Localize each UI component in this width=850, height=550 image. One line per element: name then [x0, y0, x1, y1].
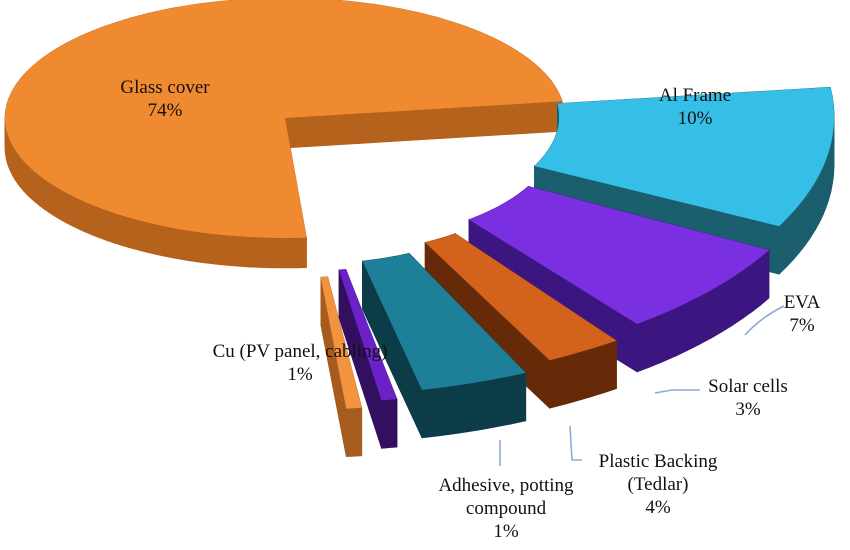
label-solar-cells: Solar cells 3%: [708, 375, 788, 421]
slice-glass-cover-side: [130, 217, 140, 251]
label-pct: 7%: [789, 315, 815, 336]
slice-glass-cover-side: [30, 167, 36, 203]
slice-al-frame-side: [778, 218, 787, 275]
slice-al-frame-side: [799, 196, 806, 254]
slice-glass-cover-side: [114, 212, 124, 247]
label-pct: 3%: [735, 399, 761, 420]
slice-al-frame-side: [826, 150, 830, 207]
slice-glass-cover-side: [16, 151, 21, 188]
label-text: Solar cells: [708, 376, 788, 397]
slice-al-frame-side: [786, 211, 794, 268]
slice-al-frame-side: [828, 142, 832, 199]
label-pct: 1%: [493, 521, 519, 542]
slice-eva-side: [675, 301, 689, 357]
label-text: Cu (PV panel, cabling): [212, 341, 388, 362]
slice-glass-cover-side: [72, 195, 80, 230]
slice-glass-cover-side: [122, 215, 132, 249]
slice-al-frame-side: [810, 180, 816, 239]
slice-eva-top: [468, 186, 769, 324]
slice-glass-cover-side: [19, 155, 24, 192]
label-text: Al Frame: [658, 85, 732, 106]
slice-glass-cover-side: [267, 237, 278, 269]
slice-solar-cells-side: [549, 356, 564, 409]
label-pct: 4%: [645, 497, 671, 518]
slice-glass-cover-side: [248, 236, 259, 268]
slice-glass-cover-side: [210, 233, 220, 266]
label-text: Plastic Backing: [598, 451, 718, 472]
slice-glass-cover-side: [286, 237, 298, 269]
slice-glass-cover-side: [66, 192, 74, 227]
slice-eva-side: [636, 318, 651, 373]
leader-line-eva: [744, 305, 785, 336]
label-pct: 74%: [147, 100, 183, 121]
label-al-frame: Al Frame 10%: [659, 84, 731, 130]
slice-eva-side: [687, 295, 700, 351]
slice-al-frame-side: [815, 173, 821, 230]
slice-al-frame-side: [792, 203, 800, 261]
slice-glass-cover-side: [107, 210, 116, 244]
label-cu: Cu (PV panel, cabling) 1%: [213, 340, 388, 386]
label-text-2: (Tedlar): [627, 474, 689, 495]
label-eva: EVA 7%: [784, 291, 821, 337]
label-adhesive: Adhesive, potting compound 1%: [438, 474, 573, 543]
slice-glass-cover-side: [92, 204, 101, 239]
label-text: EVA: [783, 292, 821, 313]
slice-al-frame-side: [805, 188, 812, 246]
slice-glass-cover-side: [14, 147, 18, 184]
label-pct: 1%: [287, 364, 313, 385]
leader-line-plastic-backing: [569, 425, 582, 461]
slice-cu-side: [345, 408, 351, 457]
slice-plastic-backing-side: [467, 381, 483, 433]
slice-glass-cover-side: [79, 198, 87, 233]
label-text: Glass cover: [120, 77, 210, 98]
label-text-2: compound: [465, 498, 547, 519]
slice-glass-cover-side: [99, 207, 108, 242]
slice-glass-cover-side: [219, 234, 230, 266]
slice-eva-side: [699, 289, 712, 345]
slice-glass-cover-side: [26, 163, 32, 200]
leader-line-solar-cells: [654, 389, 700, 394]
slice-plastic-backing-top: [362, 253, 526, 390]
slice-plastic-backing-side: [452, 383, 468, 435]
slice-glass-cover-side: [34, 171, 40, 207]
slice-glass-cover-side: [11, 143, 15, 180]
slice-glass-cover-side: [173, 227, 183, 261]
slice-glass-cover-side: [228, 235, 239, 267]
slice-glass-cover-side: [200, 232, 211, 264]
slice-eva-side: [662, 307, 677, 363]
slice-glass-cover-side: [85, 201, 94, 236]
label-text: Adhesive, potting: [438, 475, 574, 496]
slice-glass-cover-side: [147, 222, 157, 255]
slice-plastic-backing-side: [421, 387, 438, 439]
slice-al-frame-top: [534, 87, 835, 227]
slice-cu-top: [320, 276, 362, 409]
slice-glass-cover-side: [39, 175, 45, 210]
slice-glass-cover-top: [5, 0, 563, 238]
slice-glass-cover-side: [257, 237, 269, 269]
slice-glass-cover-side: [138, 220, 148, 253]
slice-glass-cover-side: [277, 237, 288, 269]
slice-al-frame-side: [823, 158, 827, 215]
label-pct: 10%: [677, 108, 713, 129]
slice-glass-cover-side: [164, 226, 174, 259]
slice-glass-cover-side: [22, 159, 28, 196]
slice-eva-side: [650, 313, 664, 368]
slice-glass-cover-side: [191, 230, 202, 263]
slice-plastic-backing-side: [436, 385, 453, 437]
label-glass-cover: Glass cover 74%: [120, 76, 209, 122]
label-plastic-backing: Plastic Backing (Tedlar) 4%: [599, 450, 718, 519]
slice-glass-cover-side: [182, 229, 192, 262]
slice-eva-side: [710, 283, 723, 339]
slice-solar-cells-top: [425, 233, 617, 361]
slice-glass-cover-side: [54, 185, 61, 221]
slice-glass-cover-side: [49, 182, 56, 217]
slice-glass-cover-side: [238, 235, 249, 268]
slice-glass-cover-side: [60, 189, 67, 224]
slice-glass-cover-side: [155, 224, 166, 257]
slice-adhesive-top: [339, 269, 397, 401]
slice-al-frame-side: [819, 166, 824, 223]
slice-glass-cover-side: [44, 178, 50, 214]
